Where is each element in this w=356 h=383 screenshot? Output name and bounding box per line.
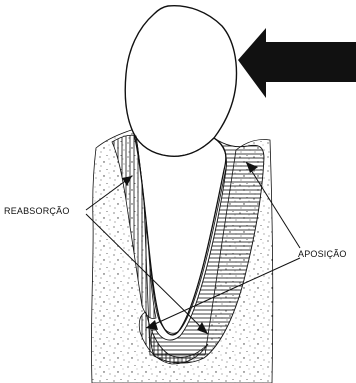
apposition-label: APOSIÇÃO [298,249,347,259]
force-arrow [238,28,356,98]
tooth-crown [125,6,236,157]
resorption-label: REABSORÇÃO [4,206,70,216]
